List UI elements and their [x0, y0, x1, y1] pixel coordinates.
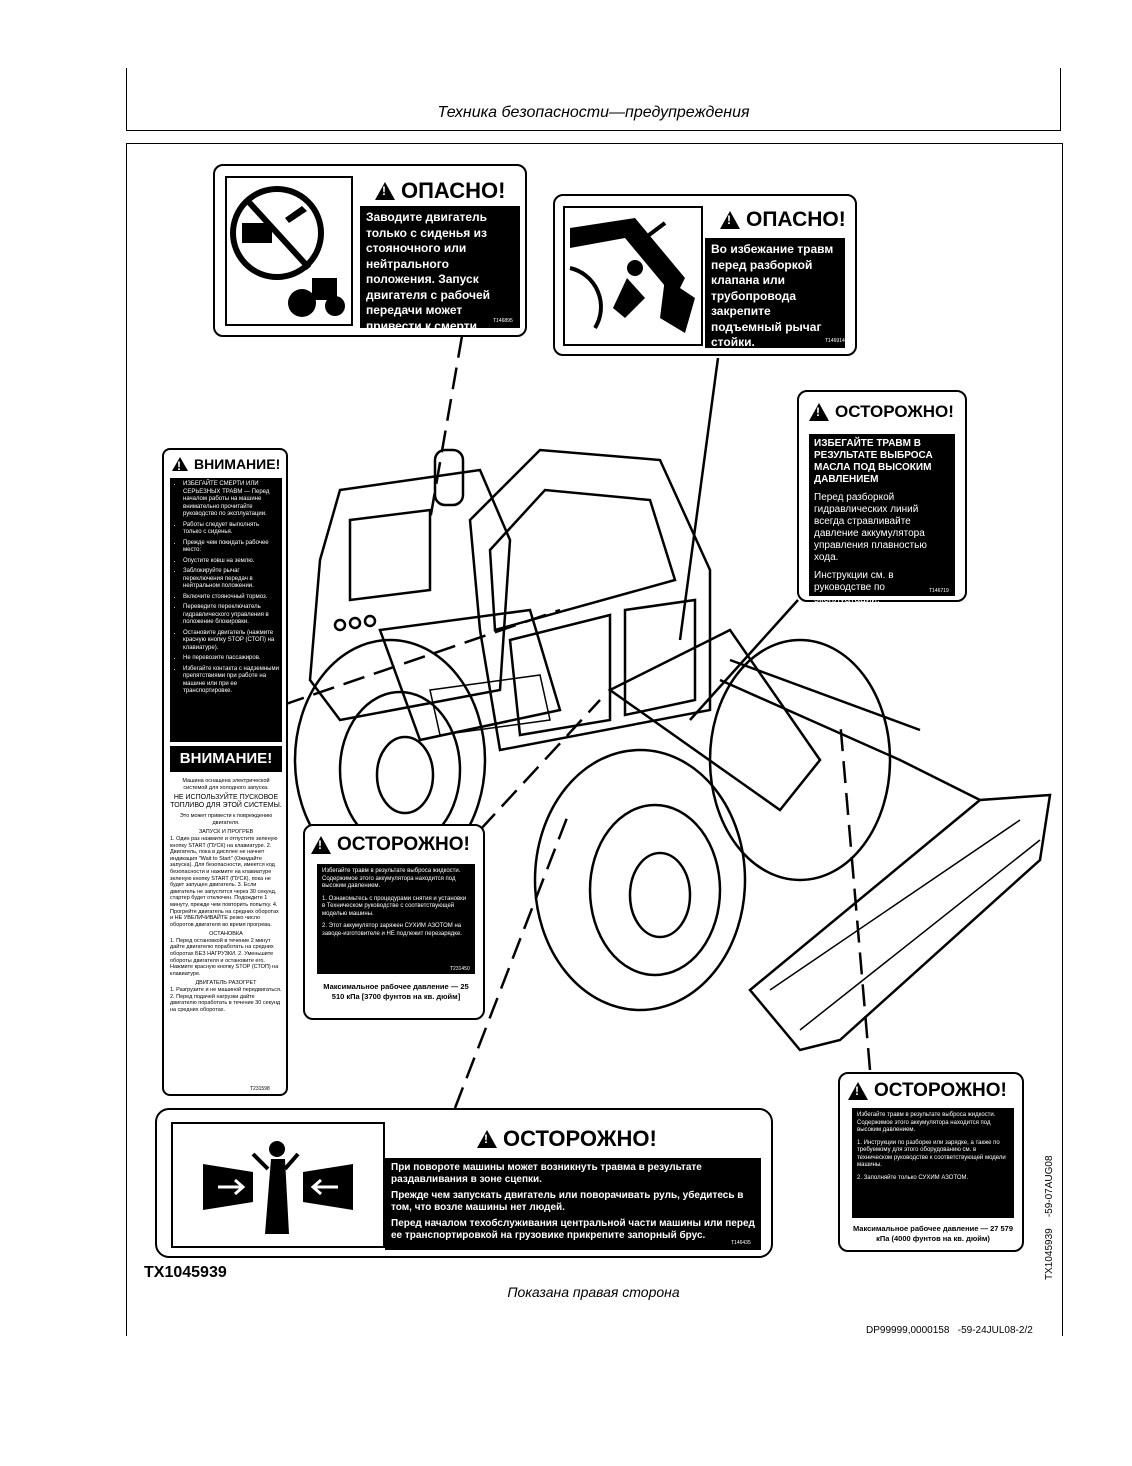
list-item: Опустите ковш на землю.	[183, 558, 279, 566]
caution-paragraph: Прежде чем запускать двигатель или повор…	[391, 1190, 744, 1213]
caution-heading: ИЗБЕГАЙТЕ ТРАВМ В РЕЗУЛЬТАТЕ ВЫБРОСА МАС…	[814, 438, 933, 485]
list-item: ИЗБЕГАЙТЕ СМЕРТИ ИЛИ СЕРЬЕЗНЫХ ТРАВМ — П…	[183, 481, 279, 519]
warning-triangle-icon	[720, 211, 740, 229]
crush-arm-pictogram	[563, 206, 703, 346]
list-item: Прежде чем покидать рабочее место:	[183, 540, 279, 555]
caution-label-accumulator-right: ОСТОРОЖНО! Избегайте травм в результате …	[838, 1072, 1024, 1252]
attention2-paragraph: 1. Разгрузите и не машиной передвигаться…	[170, 987, 282, 1013]
danger-text: Во избежание травм перед разборкой клапа…	[705, 238, 845, 349]
caution-paragraph: Инструкции см. в руководстве по эксплуат…	[814, 570, 894, 605]
attention2-heading: ОСТАНОВКА	[209, 931, 243, 938]
list-item: 1. Ознакомьтесь с процедурами снятия и у…	[322, 895, 467, 917]
warning-triangle-icon	[848, 1082, 868, 1100]
header-rule-bottom	[126, 130, 1061, 131]
list-item: Заблокируйте рычаг переключения передач …	[183, 568, 279, 591]
list-item: Остановите двигатель (нажмите красную кн…	[183, 630, 279, 653]
lift-arm-icon	[569, 218, 695, 333]
danger-label-start-seat: ОПАСНО! Заводите двигатель только с сиде…	[213, 164, 527, 348]
caution-intro: Избегайте травм в результате выброса жид…	[322, 868, 461, 889]
danger-label-lift-arm: ОПАСНО! Во избежание травм перед разборк…	[553, 194, 857, 356]
figure-id: TX1045939	[144, 1264, 227, 1281]
caution-label-accumulator-center: ОСТОРОЖНО! Избегайте травм в результате …	[303, 824, 485, 1020]
max-pressure: Максимальное рабочее давление — 25 510 к…	[323, 982, 469, 1001]
caution-text: ИЗБЕГАЙТЕ ТРАВМ В РЕЗУЛЬТАТЕ ВЫБРОСА МАС…	[809, 434, 955, 605]
caution-signal: ОСТОРОЖНО!	[311, 834, 470, 856]
figure-frame	[126, 143, 1063, 1336]
caution-text: Избегайте травм в результате выброса жид…	[317, 864, 475, 974]
list-item: Переведите переключатель гидравлического…	[183, 604, 279, 627]
warning-triangle-icon	[477, 1130, 497, 1148]
prohibition-icon	[230, 186, 345, 317]
page-title: Техника безопасности—предупреждения	[437, 104, 750, 121]
attention-list: ИЗБЕГАЙТЕ СМЕРТИ ИЛИ СЕРЬЕЗНЫХ ТРАВМ — П…	[170, 478, 282, 742]
label-code: T231598	[250, 1086, 270, 1092]
caution-signal: ОСТОРОЖНО!	[809, 402, 954, 422]
caution-signal: ОСТОРОЖНО!	[477, 1126, 657, 1152]
caution-text: Избегайте травм в результате выброса жид…	[852, 1108, 1014, 1218]
caution-paragraph: При повороте машины может возникнуть тра…	[391, 1162, 702, 1185]
list-item: 2. Заполняйте только СУХИМ АЗОТОМ.	[857, 1174, 969, 1181]
label-code: T146719	[929, 588, 949, 594]
side-figure-code: TX1045939 -59-07AUG08	[1044, 1155, 1055, 1280]
caution-text: При повороте машины может возникнуть тра…	[385, 1158, 761, 1250]
list-item: 2. Этот аккумулятор заряжен СУХИМ АЗОТОМ…	[322, 923, 462, 937]
caution-signal: ОСТОРОЖНО!	[848, 1080, 1007, 1102]
attention2-paragraph: 1. Перед остановкой в течение 2 минут да…	[170, 937, 279, 977]
label-code: T146435	[731, 1240, 751, 1246]
label-code: T146895	[493, 318, 513, 324]
caution-paragraph: Перед началом техобслуживания центрально…	[391, 1218, 755, 1241]
warning-triangle-icon	[172, 457, 188, 473]
danger-signal: ОПАСНО!	[720, 208, 846, 232]
danger-signal: ОПАСНО!	[375, 178, 505, 204]
danger-text: Заводите двигатель только с сиденья из с…	[360, 206, 520, 348]
label-code: T146914	[825, 338, 845, 344]
attention2-heading: ЗАПУСК И ПРОГРЕВ	[198, 829, 254, 836]
list-item: 1. Инструкции по разборке или зарядке, а…	[857, 1139, 1006, 1169]
attention-label-operation: ВНИМАНИЕ! ИЗБЕГАЙТЕ СМЕРТИ ИЛИ СЕРЬЕЗНЫХ…	[162, 448, 288, 1096]
max-pressure: Максимальное рабочее давление — 27 579 к…	[852, 1224, 1014, 1243]
attention2-signal: ВНИМАНИЕ!	[170, 746, 282, 772]
caution-label-crush-zone: ОСТОРОЖНО! При повороте машины может воз…	[155, 1108, 773, 1258]
attention2-heading: ДВИГАТЕЛЬ РАЗОГРЕТ	[195, 980, 257, 987]
list-item: Включите стояночный тормоз.	[183, 594, 279, 602]
list-item: Не перевозите пассажиров.	[183, 655, 279, 663]
header-rule-left	[126, 68, 127, 130]
list-item: Избегайте контакта с надземными препятст…	[183, 666, 279, 696]
attention2-paragraph: 1. Один раз нажмите и отпустите зеленую …	[170, 835, 279, 928]
attention-signal: ВНИМАНИЕ!	[172, 456, 280, 473]
header-rule-right	[1060, 68, 1061, 130]
warning-triangle-icon	[375, 182, 395, 200]
warning-triangle-icon	[311, 836, 331, 854]
attention2-intro: Машина оснащена электрической системой д…	[182, 778, 270, 791]
warning-triangle-icon	[809, 403, 829, 421]
wheel-loader-drawing	[293, 448, 1052, 1052]
crush-pictogram	[171, 1122, 385, 1248]
doc-footer-code: DP99999,0000158 -59-24JUL08-2/2	[866, 1325, 1033, 1336]
figure-caption: Показана правая сторона	[507, 1284, 680, 1300]
caution-intro: Избегайте травм в результате выброса жид…	[857, 1112, 996, 1133]
attention2-warn: НЕ ИСПОЛЬЗУЙТЕ ПУСКОВОЕ ТОПЛИВО ДЛЯ ЭТОЙ…	[170, 794, 282, 810]
attention2-text: Машина оснащена электрической системой д…	[170, 778, 282, 1094]
crush-zone-icon	[203, 1141, 353, 1234]
attention2-warn2: Это может привести к повреждению двигате…	[179, 813, 273, 826]
list-item: Работы следует выполнять только с сидень…	[183, 522, 279, 537]
no-start-pictogram	[225, 176, 353, 326]
caution-paragraph: Перед разборкой гидравлических линий все…	[814, 492, 927, 563]
label-code: T231450	[450, 966, 470, 972]
caution-label-hydraulic-pressure: ОСТОРОЖНО! ИЗБЕГАЙТЕ ТРАВМ В РЕЗУЛЬТАТЕ …	[797, 390, 967, 605]
